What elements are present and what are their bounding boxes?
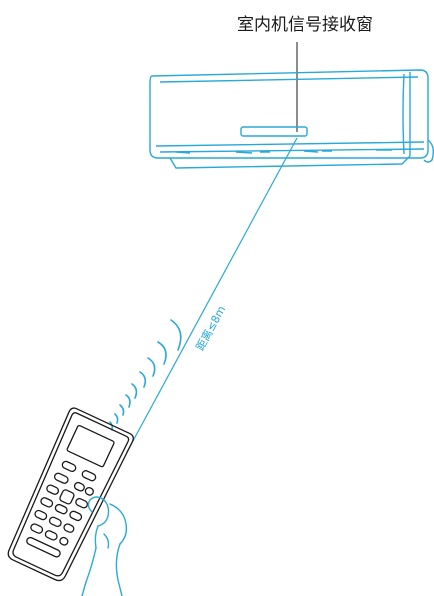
infrared-signal-waves-icon [109, 319, 182, 431]
remote-screen [66, 424, 115, 468]
remote-control-icon [7, 407, 134, 582]
distance-line [126, 137, 298, 453]
distance-label: 距离≤8m [193, 303, 229, 353]
receiver-label: 室内机信号接收窗 [237, 15, 373, 35]
indoor-unit-icon [149, 69, 434, 169]
hand-icon [81, 496, 128, 596]
receiver-window [240, 126, 308, 137]
